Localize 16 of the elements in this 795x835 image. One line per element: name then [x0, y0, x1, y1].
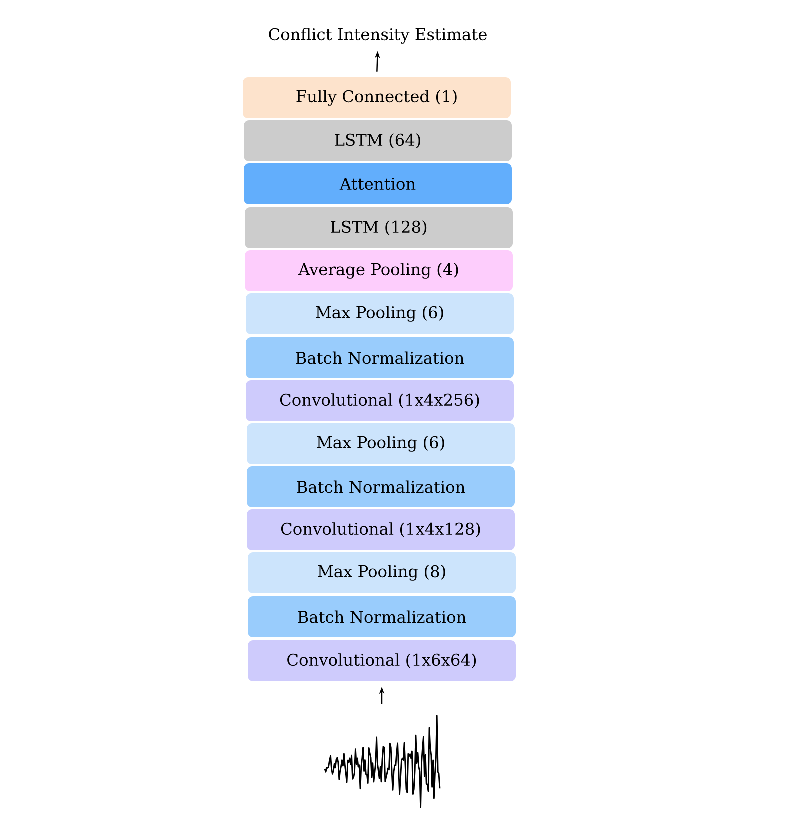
layer-box: Fully Connected (1): [243, 78, 511, 118]
layer-box: Max Pooling (8): [248, 552, 516, 594]
layer-box: Convolutional (1x6x64): [248, 640, 516, 682]
output-label: Conflict Intensity Estimate: [269, 28, 487, 44]
waveform-drawing: [324, 715, 441, 808]
layer-box: Convolutional (1x4x256): [246, 380, 514, 422]
layer-box: LSTM (64): [244, 120, 512, 162]
layer-box: Batch Normalization: [248, 596, 516, 638]
layer-box: Batch Normalization: [247, 466, 515, 508]
layer-box: Convolutional (1x4x128): [247, 510, 515, 550]
layer-box: Max Pooling (6): [246, 294, 514, 334]
layer-box: Average Pooling (4): [245, 250, 513, 292]
layer-box: Attention: [244, 164, 512, 204]
layer-box: Batch Normalization: [246, 338, 514, 378]
layer-box: LSTM (128): [245, 208, 513, 248]
layer-box: Max Pooling (6): [247, 424, 515, 464]
